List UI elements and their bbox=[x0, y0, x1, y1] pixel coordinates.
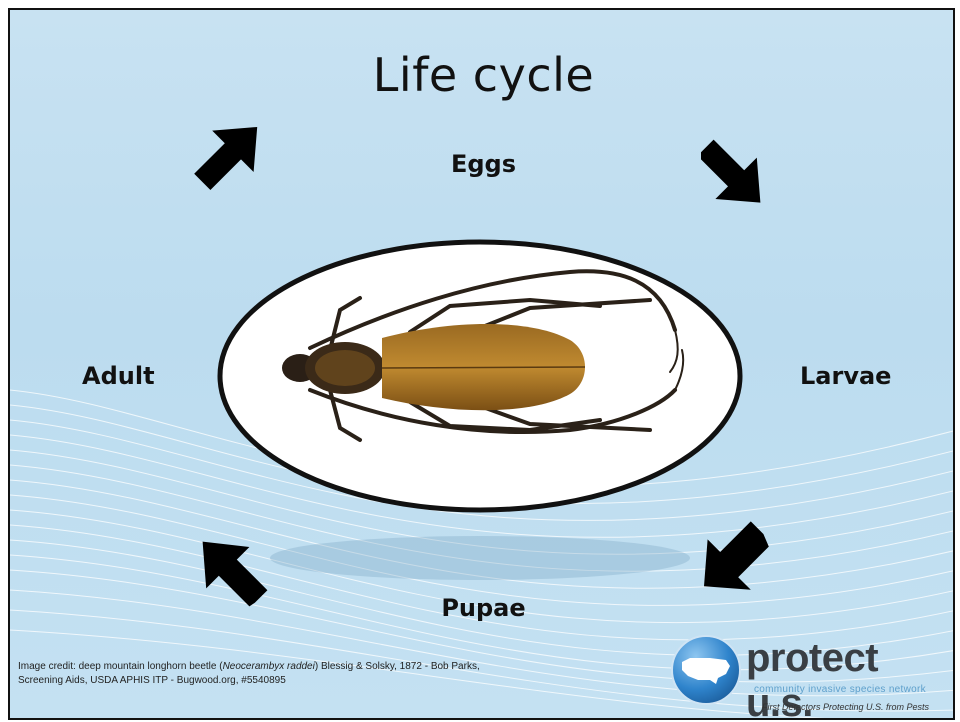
us-map-globe-icon bbox=[670, 634, 742, 706]
credit-species: Neocerambyx raddei bbox=[223, 661, 315, 672]
credit-suffix: ) Blessig & Solsky, 1872 - Bob Parks, bbox=[315, 661, 480, 672]
logo-subtitle: community invasive species network bbox=[754, 684, 926, 695]
credit-prefix: Image credit: deep mountain longhorn bee… bbox=[18, 661, 223, 672]
beetle-photo bbox=[10, 10, 955, 720]
logo-tagline: First Detectors Protecting U.S. from Pes… bbox=[762, 702, 929, 712]
image-credit: Image credit: deep mountain longhorn bee… bbox=[18, 660, 538, 688]
protect-us-logo: protect u.s. community invasive species … bbox=[670, 630, 955, 718]
slide: Life cycle Eggs Larvae Pupae Adult bbox=[8, 8, 955, 720]
credit-line2: Screening Aids, USDA APHIS ITP - Bugwood… bbox=[18, 675, 286, 686]
